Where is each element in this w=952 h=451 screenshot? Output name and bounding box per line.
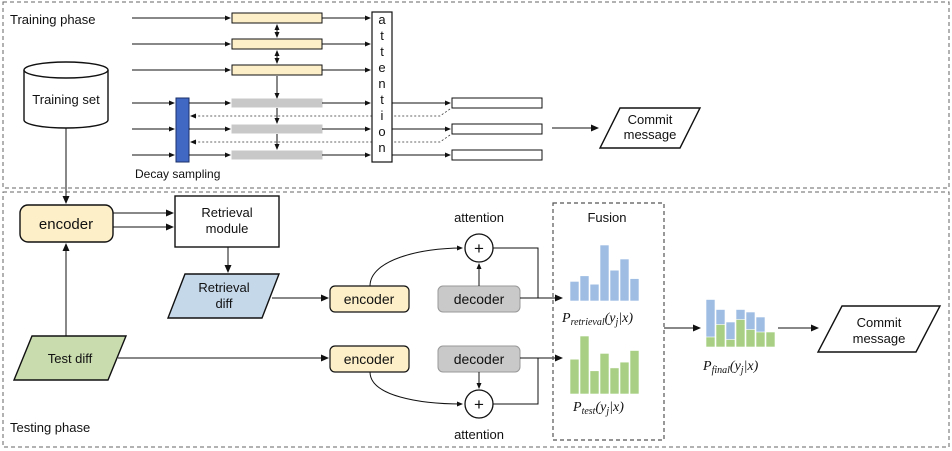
- final-hist-bar-green: [725, 339, 736, 348]
- attention-letter: t: [380, 28, 384, 43]
- attention-letter: t: [380, 44, 384, 59]
- test-diff-shape: [12, 335, 128, 381]
- p-final-label: Pfinal(yj|x): [702, 359, 759, 376]
- decoder-top-label: decoder: [454, 291, 505, 307]
- attention-bottom-plus-symbol: +: [474, 395, 484, 414]
- testing-phase-label: Testing phase: [10, 420, 90, 435]
- final-hist-bar-green: [735, 319, 746, 348]
- decoder-bottom-label: decoder: [454, 351, 505, 367]
- retrieval-module-box: [174, 195, 280, 248]
- attention-letter: a: [378, 12, 386, 27]
- final-distribution-histogram: [705, 299, 776, 348]
- test-encoder-main: [19, 204, 114, 243]
- attention-letter: n: [378, 76, 385, 91]
- retrieval-hist-bar: [629, 278, 640, 302]
- test-encoder-label: encoder: [344, 351, 395, 367]
- test-distribution-histogram: [569, 335, 640, 395]
- line-bottom-plus-to-fusion: [493, 358, 539, 405]
- testing-phase-panel: [2, 191, 950, 448]
- training-phase-panel: [2, 1, 950, 189]
- test-hist-bar: [589, 370, 600, 395]
- decay-sampling-label: Decay sampling: [135, 167, 220, 181]
- training-set-label: Training set: [32, 92, 100, 107]
- attention-top-label: attention: [454, 210, 504, 225]
- test-hist-bar: [579, 335, 590, 395]
- retrieval-hist-bar: [569, 281, 580, 302]
- train-decoder-box-1: [231, 98, 323, 108]
- attention-letter: t: [380, 92, 384, 107]
- train-encoder-box-3: [231, 64, 323, 76]
- test-hist-bar: [569, 358, 580, 395]
- feedback-dashed-1: [190, 108, 451, 119]
- attention-letter: i: [381, 108, 384, 123]
- test-encoder-main-label: encoder: [39, 216, 93, 233]
- retrieval-distribution-histogram: [569, 244, 640, 302]
- retrieval-hist-bar: [599, 244, 610, 302]
- test-hist-bar: [619, 361, 630, 395]
- p-test-label: Ptest(yj|x): [572, 400, 624, 417]
- test-hist-bar: [609, 367, 620, 395]
- final-hist-bar-green: [745, 329, 756, 348]
- test-hist-bar: [629, 350, 640, 395]
- train-attention-box: [371, 11, 393, 163]
- test-diff-label: Test diff: [48, 351, 93, 366]
- train-output-box-2: [451, 123, 543, 135]
- final-hist-bar-green: [705, 336, 716, 348]
- curve-retrieval-encoder-to-plus: [369, 245, 463, 287]
- retrieval-hist-bar: [579, 275, 590, 302]
- training-set-cylinder: [23, 61, 109, 129]
- attention-top-plus-symbol: +: [474, 239, 484, 258]
- final-hist-bar-green: [765, 331, 776, 348]
- train-commit-message-shape: [598, 107, 702, 149]
- train-decoder-box-3: [231, 150, 323, 160]
- retrieval-hist-bar: [589, 283, 600, 302]
- line-top-plus-to-fusion: [493, 247, 539, 298]
- test-commit-message-shape: [816, 305, 942, 353]
- retrieval-diff-shape: [166, 273, 281, 319]
- p-retrieval-label: Pretrieval(yj|x): [561, 311, 633, 328]
- retrieval-hist-bar: [619, 258, 630, 302]
- attention-letter: n: [378, 140, 385, 155]
- train-encoder-box-2: [231, 38, 323, 50]
- retrieval-hist-bar: [609, 269, 620, 302]
- training-phase-label: Training phase: [10, 12, 96, 27]
- curve-test-encoder-to-plus: [369, 371, 463, 407]
- attention-letter: o: [378, 124, 385, 139]
- final-hist-bar-green: [715, 324, 726, 348]
- train-output-box-1: [451, 97, 543, 109]
- train-encoder-box-1: [231, 12, 323, 24]
- fusion-panel: [552, 202, 665, 441]
- attention-letter: e: [378, 60, 385, 75]
- attention-letters: attention: [378, 12, 386, 155]
- train-decoder-box-2: [231, 124, 323, 134]
- test-hist-bar: [599, 353, 610, 395]
- fusion-label: Fusion: [587, 210, 626, 225]
- final-hist-bar-green: [755, 331, 766, 348]
- train-output-box-3: [451, 149, 543, 161]
- decay-sampling-bar: [175, 97, 190, 163]
- attention-bottom-label: attention: [454, 427, 504, 442]
- feedback-dashed-2: [190, 134, 451, 145]
- retrieval-encoder-label: encoder: [344, 291, 395, 307]
